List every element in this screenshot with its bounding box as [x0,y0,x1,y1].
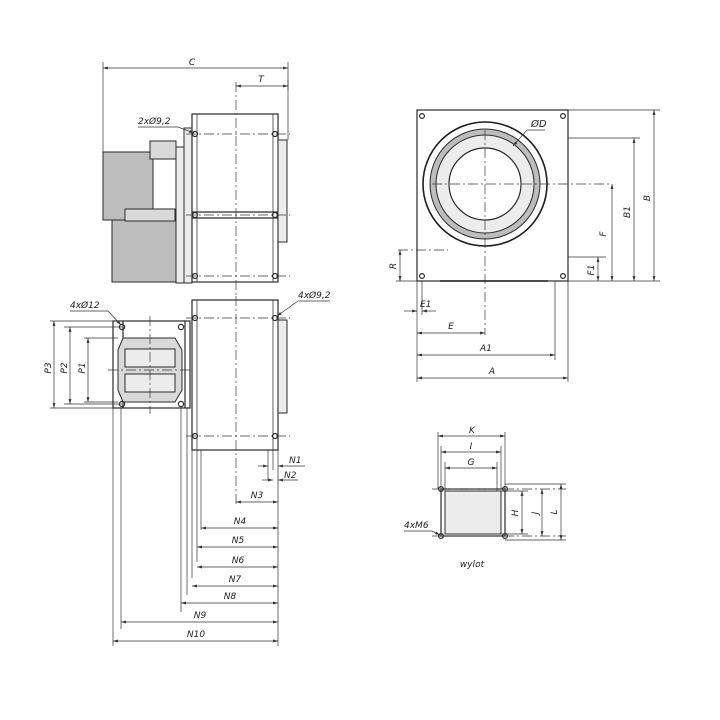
outlet-view: K I G H J L 4xM6 wylot [404,426,566,570]
motor-terminal [149,140,177,160]
label-A: A [488,367,495,377]
label-OD: ØD [530,118,547,130]
label-N5: N5 [232,536,245,546]
flange-plate [175,146,185,284]
label-G: G [468,458,475,468]
label-B: B [643,195,653,201]
label-M6: 4xM6 [404,521,429,531]
housing-front [191,299,279,451]
label-N1: N1 [289,456,301,466]
label-R: R [389,263,399,269]
front-view: P3 P2 P1 4xØ12 4xØ9,2 N1 N2 [44,290,331,646]
label-wylot: wylot [460,560,485,570]
label-K: K [469,426,476,436]
label-N7: N7 [229,575,242,585]
label-H: H [511,509,521,516]
label-F: F [599,231,609,237]
label-J: J [531,511,541,516]
label-N4: N4 [234,517,247,527]
housing-side [191,113,279,283]
label-N8: N8 [224,592,237,602]
label-L: L [550,509,560,514]
label-T: T [258,75,265,85]
label-N3: N3 [251,491,264,501]
inlet-view: ØD B B1 F F1 R E1 E A1 [389,109,660,382]
label-E1: E1 [420,300,431,310]
motor-lower [111,219,179,283]
outlet-flange [277,139,288,243]
label-F1: F1 [587,265,597,276]
motor-cap [124,208,176,222]
label-hole-left: 4xØ12 [70,300,100,311]
label-E: E [448,322,454,332]
label-N9: N9 [194,611,207,621]
flange-plate-2 [183,127,193,284]
label-hole-top: 2xØ9,2 [138,116,171,127]
side-view: C T 2xØ9,2 [102,58,290,296]
label-C: C [189,58,196,68]
label-P3: P3 [44,362,54,373]
outlet-inner [444,490,502,535]
label-B1: B1 [623,206,633,218]
label-N10: N10 [187,630,205,640]
label-P2: P2 [60,362,70,373]
label-N2: N2 [284,471,297,481]
label-P1: P1 [78,362,88,373]
label-N6: N6 [232,556,245,566]
label-hole-mid: 4xØ9,2 [298,290,331,301]
label-A1: A1 [479,344,492,354]
label-I: I [470,442,473,452]
